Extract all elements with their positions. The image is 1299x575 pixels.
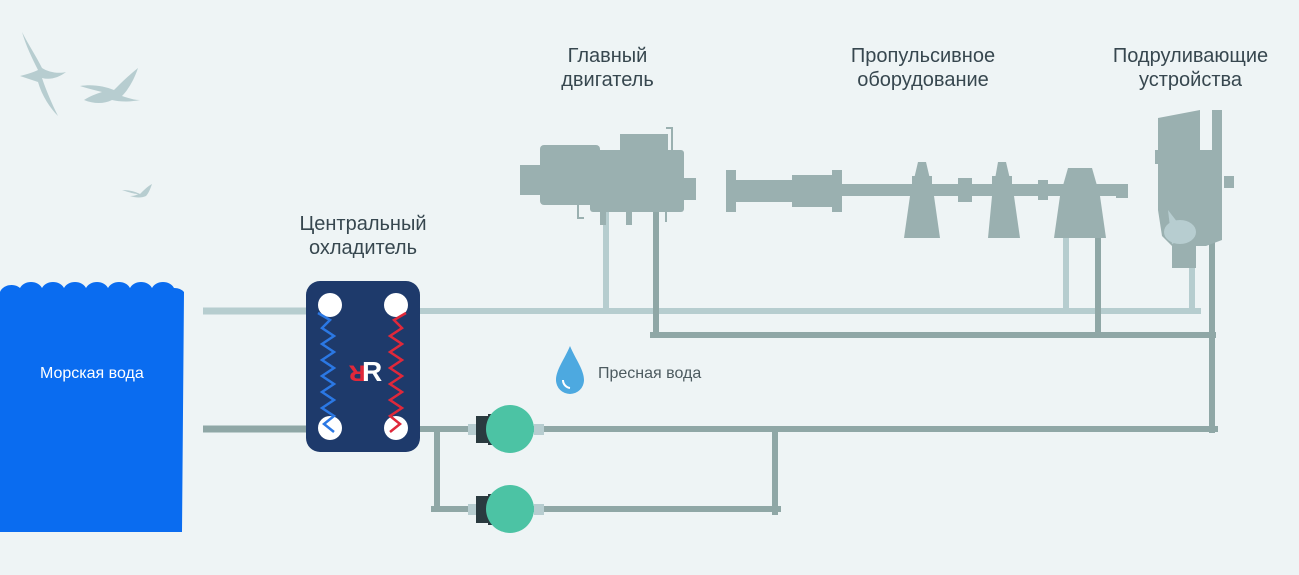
sea-water xyxy=(0,281,184,532)
logo-icon: ᴚ R xyxy=(348,355,382,388)
water-drop-icon xyxy=(556,346,584,394)
propulsion-equipment xyxy=(726,162,1128,238)
pump-lower xyxy=(468,485,544,533)
bird-icon xyxy=(20,32,66,116)
svg-text:ᴚ: ᴚ xyxy=(348,355,367,388)
thrusters-label: Подруливающие устройства xyxy=(1112,45,1269,91)
thruster xyxy=(1155,110,1234,268)
birds xyxy=(20,32,152,198)
pump-upper xyxy=(468,405,544,453)
central-cooler: ᴚ R xyxy=(306,281,420,452)
fresh-water-label: Пресная вода xyxy=(598,365,702,382)
main-engine-label: Главный двигатель xyxy=(561,45,654,91)
main-engine xyxy=(520,127,696,225)
pump-icon xyxy=(486,485,534,533)
bird-icon xyxy=(122,184,152,198)
propulsion-label: Пропульсивное оборудование xyxy=(850,45,996,91)
bird-icon xyxy=(80,68,140,103)
fresh-water-pipes xyxy=(417,202,1218,515)
cold-flow-line xyxy=(317,311,337,433)
sea-water-label: Морская вода xyxy=(40,365,144,382)
hot-flow-line xyxy=(387,311,407,433)
svg-text:R: R xyxy=(362,356,382,387)
pump-icon xyxy=(486,405,534,453)
central-cooler-label: Центральный охладитель xyxy=(299,213,427,259)
